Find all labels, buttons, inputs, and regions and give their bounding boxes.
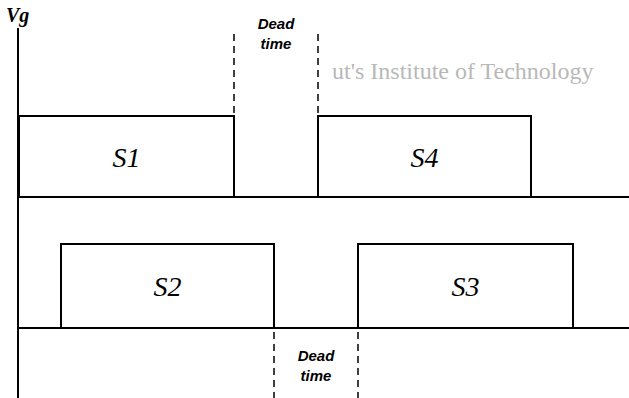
dead-time-marker — [317, 34, 319, 114]
dead-time-marker — [233, 34, 235, 114]
dead-time-marker — [273, 332, 275, 398]
pulse-box: S2 — [60, 243, 275, 329]
baseline — [18, 196, 629, 198]
dead-time-marker — [357, 332, 359, 398]
pulse-box: S4 — [317, 115, 532, 198]
dead-time-label: Dead time — [243, 14, 309, 55]
watermark: ut's Institute of Technology — [332, 58, 594, 85]
baseline — [18, 327, 629, 329]
axis-line — [17, 28, 19, 398]
pulse-box: S3 — [357, 243, 574, 329]
signal-name: S4 — [411, 142, 439, 174]
signal-name: S1 — [113, 142, 141, 174]
pulse-box: S1 — [18, 115, 235, 198]
signal-name: S3 — [452, 271, 480, 303]
axis-label: Vg — [6, 4, 29, 27]
dead-time-label: Dead time — [282, 346, 350, 387]
signal-name: S2 — [154, 271, 182, 303]
